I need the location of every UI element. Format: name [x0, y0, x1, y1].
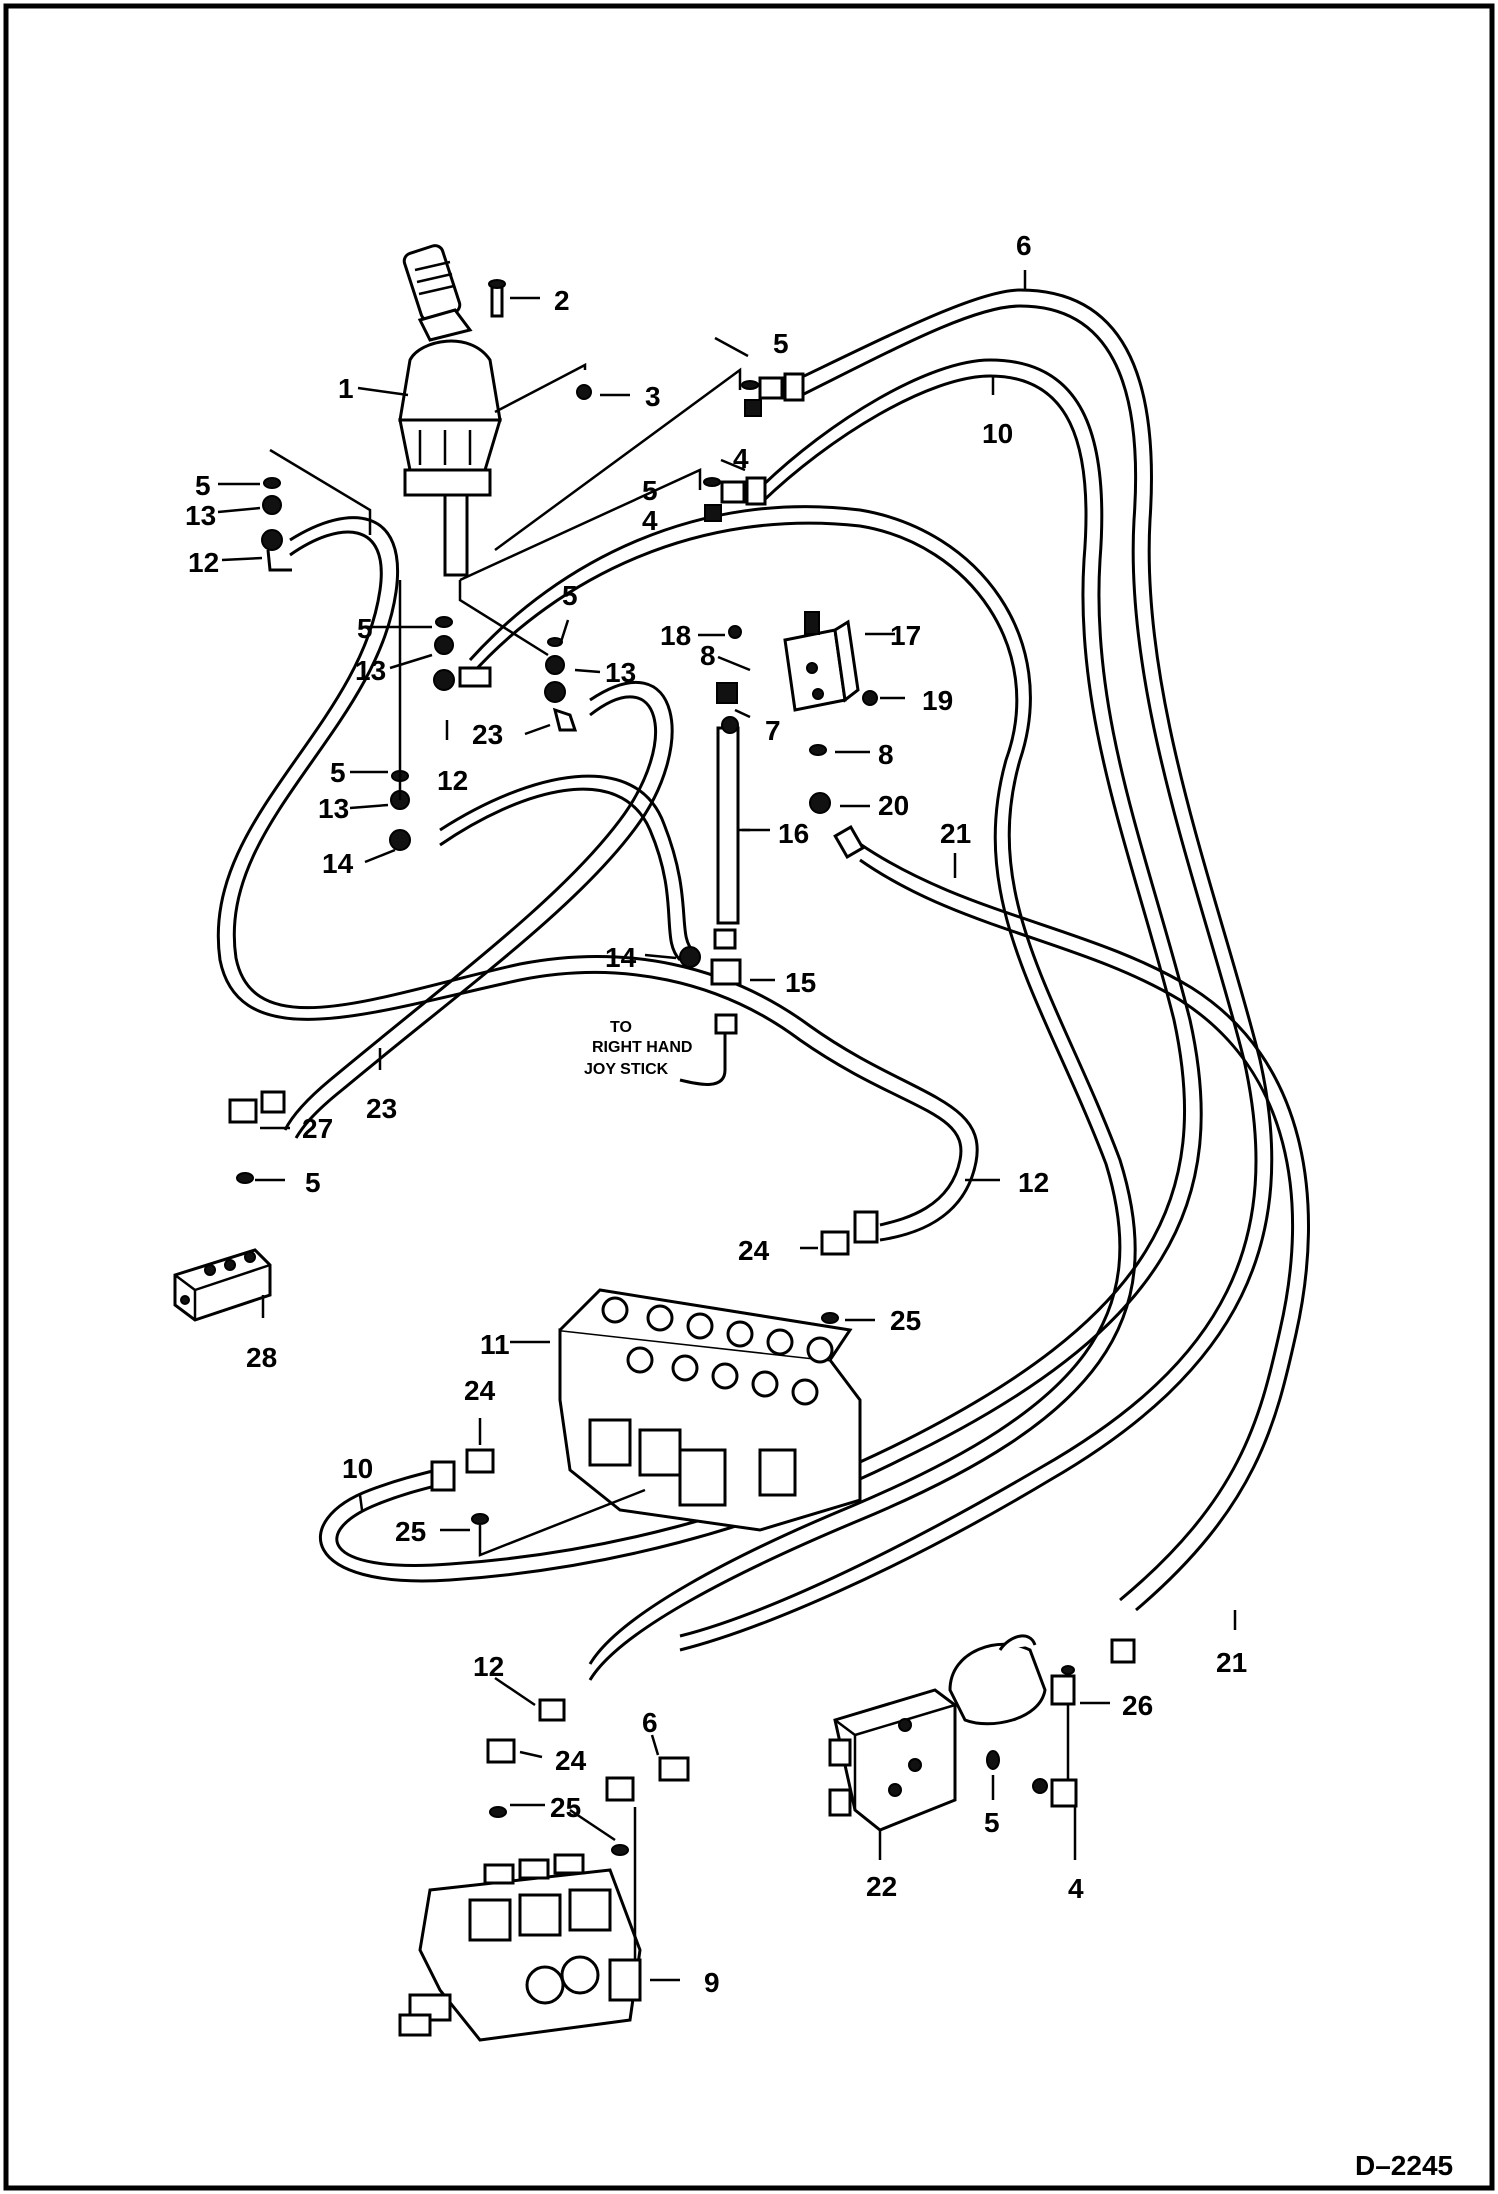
- callout-6-top: 6: [1016, 230, 1032, 261]
- callout-23-lower: 23: [366, 1093, 397, 1124]
- callout-20: 20: [878, 790, 909, 821]
- callout-27: 27: [302, 1113, 333, 1144]
- callout-18: 18: [660, 620, 691, 651]
- callout-14-lower-left: 14: [322, 848, 354, 879]
- callout-12-lower: 12: [473, 1651, 504, 1682]
- callout-4-top-right: 4: [733, 443, 749, 474]
- joystick: [398, 244, 503, 577]
- callout-21-lower: 21: [1216, 1647, 1247, 1678]
- callout-5-top-right: 5: [773, 328, 789, 359]
- callout-10-top: 10: [982, 418, 1013, 449]
- hose-23-b: [294, 681, 674, 1139]
- callout-3: 3: [645, 381, 661, 412]
- manifold-28: [173, 1248, 272, 1322]
- valve-block-17: [783, 611, 860, 712]
- hose-14-b: [439, 774, 696, 954]
- hose-21: [859, 858, 1294, 1602]
- diagram-border: [3, 3, 1495, 2191]
- callout-15: 15: [785, 967, 816, 998]
- callout-5-accumulator: 5: [984, 1807, 1000, 1838]
- hose-6: [679, 288, 1274, 1652]
- hose-10-b: [335, 374, 1186, 1567]
- callout-25-right: 25: [890, 1305, 921, 1336]
- callout-19: 19: [922, 685, 953, 716]
- callout-25-lower: 25: [550, 1792, 581, 1823]
- callout-25-left: 25: [395, 1516, 426, 1547]
- control-valve-11: [558, 1288, 862, 1532]
- callout-14-lower: 14: [605, 942, 637, 973]
- callout-12-left-top: 12: [188, 547, 219, 578]
- callout-28: 28: [246, 1342, 277, 1373]
- hose-right-joystick: [679, 1030, 727, 1086]
- callout-22: 22: [866, 1871, 897, 1902]
- callout-4-mid-right: 4: [642, 505, 658, 536]
- callout-10-lower: 10: [342, 1453, 373, 1484]
- callout-21-upper: 21: [940, 818, 971, 849]
- callout-5-lower-left: 5: [330, 757, 346, 788]
- callout-13-left-top: 13: [185, 500, 216, 531]
- callout-8-upper: 8: [700, 640, 716, 671]
- note-line-2: RIGHT HAND: [592, 1039, 692, 1056]
- callout-24-right: 24: [738, 1235, 770, 1266]
- callout-16: 16: [778, 818, 809, 849]
- fittings: [228, 279, 1136, 1856]
- hose-16: [716, 726, 740, 925]
- diagram-code: D–2245: [1355, 2150, 1453, 2181]
- callout-4-accumulator: 4: [1068, 1873, 1084, 1904]
- right-joystick-note: TO RIGHT HAND JOY STICK: [584, 1019, 692, 1078]
- hose-6-b: [679, 304, 1258, 1638]
- callout-11: 11: [480, 1329, 510, 1360]
- callout-5-lower: 5: [305, 1167, 321, 1198]
- callout-7: 7: [765, 715, 781, 746]
- callout-5-mid-left: 5: [357, 613, 373, 644]
- callout-1: 1: [338, 373, 354, 404]
- hose-21-b: [859, 842, 1310, 1612]
- callout-12-right: 12: [1018, 1167, 1049, 1198]
- callout-24-lower: 24: [555, 1745, 587, 1776]
- callout-6-lower: 6: [642, 1707, 658, 1738]
- leader-lines: [217, 270, 1237, 1982]
- hose-10: [318, 358, 1203, 1583]
- hose-14: [439, 787, 682, 962]
- callout-2: 2: [554, 285, 570, 316]
- callout-5-left-top: 5: [195, 470, 211, 501]
- callout-12-mid: 12: [437, 765, 468, 796]
- callout-8-lower: 8: [878, 739, 894, 770]
- callout-26: 26: [1122, 1690, 1153, 1721]
- accumulator-valve-22: [828, 1634, 1047, 1832]
- control-valve-9: [398, 1853, 642, 2042]
- hose-23: [283, 695, 658, 1131]
- callout-13-lower-left: 13: [318, 793, 349, 824]
- callout-17: 17: [890, 620, 921, 651]
- note-line-3: JOY STICK: [584, 1061, 669, 1078]
- callout-13-mid-left: 13: [355, 655, 386, 686]
- callout-23-mid: 23: [472, 719, 503, 750]
- callout-labels: 1 2 3 5 4 5 4 6 10 5 13 12 5 13 5 13 23 …: [185, 230, 1247, 1998]
- callout-5-mid-right: 5: [642, 475, 658, 506]
- hose-12-lower: [468, 505, 1137, 1681]
- note-line-1: TO: [610, 1019, 632, 1036]
- callout-5-mid-center: 5: [562, 580, 578, 611]
- hose-group: [216, 288, 1310, 1681]
- callout-13-mid-center: 13: [605, 657, 636, 688]
- callout-9: 9: [704, 1967, 720, 1998]
- hose-12-lower-b: [468, 521, 1122, 1665]
- callout-24-left: 24: [464, 1375, 496, 1406]
